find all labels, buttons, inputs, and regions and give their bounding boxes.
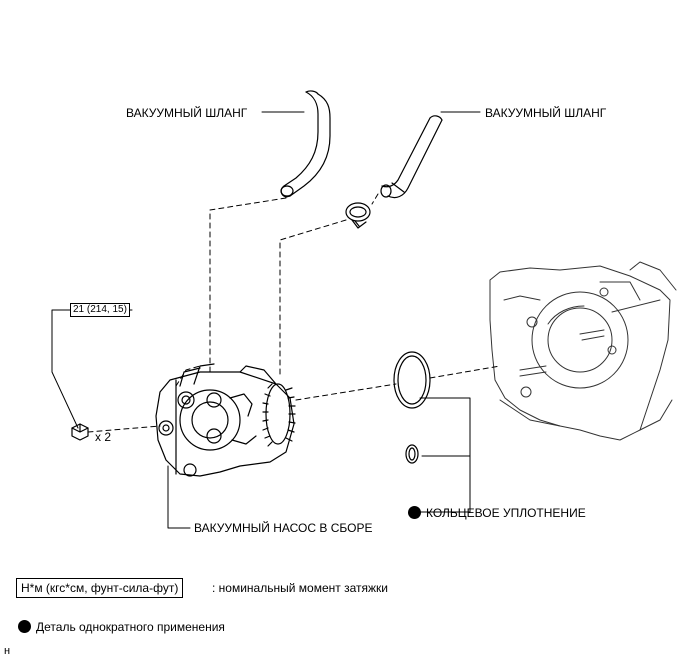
vacuum-pump-drawing <box>155 363 296 477</box>
o-ring-label: КОЛЬЦЕВОЕ УПЛОТНЕНИЕ <box>426 506 586 520</box>
leader-lines <box>51 111 481 529</box>
engine-housing-drawing <box>489 261 677 441</box>
torque-description: : номинальный момент затяжки <box>212 581 388 595</box>
quantity-label: x 2 <box>95 430 112 444</box>
dashed-alignment-lines <box>87 193 501 433</box>
torque-spec-box: 21 (214, 15) <box>70 303 130 317</box>
torque-units-box: Н*м (кгс*см, фунт-сила-фут) <box>16 578 184 598</box>
single-use-dot-icon <box>408 506 421 519</box>
vacuum-hose-right-label: ВАКУУМНЫЙ ШЛАНГ <box>485 106 607 120</box>
single-use-description: Деталь однократного применения <box>36 620 225 634</box>
right-vacuum-hose-drawing <box>380 115 443 199</box>
legend-single-use-dot-icon <box>18 620 31 633</box>
pump-gear-drawing <box>262 383 296 447</box>
figure-code: н <box>4 645 11 657</box>
vacuum-hose-left-label: ВАКУУМНЫЙ ШЛАНГ <box>126 106 248 120</box>
small-o-ring-drawing <box>405 444 419 464</box>
vacuum-pump-label: ВАКУУМНЫЙ НАСОС В СБОРЕ <box>194 521 373 535</box>
bolt-drawing <box>71 423 89 441</box>
left-vacuum-hose-drawing <box>280 90 331 198</box>
large-o-ring-drawing <box>393 351 431 409</box>
hose-clamp-drawing <box>345 202 371 229</box>
